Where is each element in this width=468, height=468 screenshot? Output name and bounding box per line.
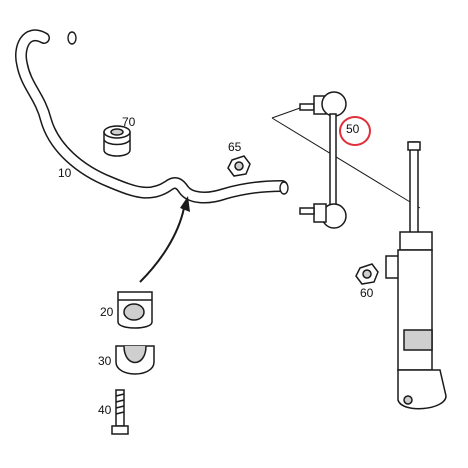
callout-40: 40 [98, 403, 112, 417]
callout-70: 70 [122, 115, 136, 129]
nut-65[interactable] [227, 155, 251, 177]
clamp-bracket-20[interactable] [117, 291, 153, 329]
nut-60[interactable] [355, 263, 379, 285]
callout-10: 10 [58, 166, 72, 180]
callout-20: 20 [100, 305, 114, 319]
callout-65: 65 [228, 140, 242, 154]
bolt-40[interactable] [111, 389, 129, 435]
bushing-70[interactable] [103, 125, 131, 157]
stabilizer-bar[interactable] [15, 29, 289, 204]
leader-lines [271, 107, 421, 209]
callout-60: 60 [360, 286, 374, 300]
callout-30: 30 [98, 354, 112, 368]
shock-absorber[interactable] [385, 141, 447, 410]
highlight-ring-50 [339, 116, 371, 146]
assembly-arrow [139, 196, 190, 283]
rubber-mount-30[interactable] [115, 345, 155, 375]
coupling-rod-50[interactable] [299, 91, 347, 229]
